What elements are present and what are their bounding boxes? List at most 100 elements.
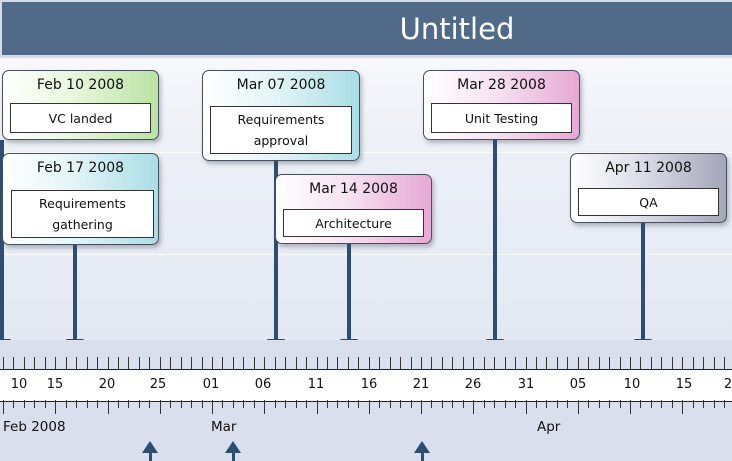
ruler-tick [3, 357, 4, 369]
day-label: 15 [675, 377, 693, 392]
ruler-tick [348, 357, 349, 369]
ruler-tick [369, 357, 370, 369]
ruler-tick [494, 400, 495, 408]
event-card-qa[interactable]: Apr 11 2008 QA [570, 153, 727, 223]
date-ruler[interactable] [0, 369, 732, 402]
ruler-tick [264, 357, 265, 369]
ruler-tick [473, 400, 474, 414]
ruler-tick [421, 357, 422, 369]
event-date: Feb 17 2008 [36, 160, 125, 176]
ruler-tick [714, 357, 715, 369]
ruler-tick [296, 400, 297, 408]
ruler-tick [724, 400, 725, 408]
ruler-tick [202, 400, 203, 408]
scale-marker-arrow[interactable] [142, 441, 158, 453]
ruler-tick [13, 400, 14, 408]
event-label: Requirements approval [210, 106, 352, 154]
ruler-tick [45, 357, 46, 369]
ruler-tick [630, 357, 631, 369]
day-label: 26 [464, 377, 482, 392]
ruler-tick [275, 357, 276, 369]
ruler-tick [285, 400, 286, 408]
ruler-tick [24, 357, 25, 369]
ruler-tick [34, 357, 35, 369]
ruler-tick [640, 357, 641, 369]
day-label: 10 [623, 377, 641, 392]
day-label: 21 [412, 377, 430, 392]
day-label: 2 [723, 377, 732, 392]
ruler-tick [264, 400, 265, 414]
ruler-tick [536, 400, 537, 408]
scale-marker-arrow[interactable] [225, 441, 241, 453]
ruler-tick [348, 400, 349, 408]
ruler-tick [254, 400, 255, 408]
row-divider [0, 254, 732, 255]
ruler-tick [358, 357, 359, 369]
ruler-tick [233, 400, 234, 408]
ruler-tick [484, 357, 485, 369]
ruler-tick [651, 400, 652, 408]
ruler-tick [390, 400, 391, 408]
ruler-tick [34, 400, 35, 408]
ruler-tick [578, 400, 579, 414]
ruler-tick [620, 400, 621, 408]
ruler-tick [400, 357, 401, 369]
scale-marker-arrow[interactable] [414, 441, 430, 453]
ruler-tick [87, 357, 88, 369]
event-card-unit-testing[interactable]: Mar 28 2008 Unit Testing [423, 70, 580, 140]
ruler-tick [672, 400, 673, 408]
ruler-tick [526, 400, 527, 414]
ruler-tick [452, 357, 453, 369]
event-card-architecture[interactable]: Mar 14 2008 Architecture [275, 174, 432, 244]
ruler-tick [233, 357, 234, 369]
ruler-tick [222, 400, 223, 408]
ruler-tick [640, 400, 641, 408]
ruler-tick [24, 400, 25, 408]
ruler-tick [160, 400, 161, 414]
timeline-title: Untitled [399, 12, 515, 46]
ruler-tick [557, 357, 558, 369]
day-label: 25 [149, 377, 167, 392]
ruler-tick [170, 400, 171, 408]
ruler-tick [609, 400, 610, 408]
ruler-tick [379, 400, 380, 408]
ruler-tick [317, 357, 318, 369]
event-card-requirements-gathering[interactable]: Feb 17 2008 Requirements gathering [2, 153, 159, 245]
ruler-tick [76, 357, 77, 369]
ruler-tick [609, 357, 610, 369]
ruler-tick [724, 357, 725, 369]
ruler-tick [661, 400, 662, 408]
event-card-requirements-approval[interactable]: Mar 07 2008 Requirements approval [202, 70, 360, 161]
event-date: Mar 14 2008 [309, 181, 398, 197]
ruler-tick [222, 357, 223, 369]
ruler-tick [139, 400, 140, 408]
ruler-tick [703, 357, 704, 369]
ruler-tick [118, 400, 119, 408]
ruler-tick [588, 400, 589, 408]
ruler-tick [515, 357, 516, 369]
ruler-tick [526, 357, 527, 369]
ruler-tick [431, 400, 432, 408]
event-date: Mar 28 2008 [457, 77, 546, 93]
ruler-tick [327, 357, 328, 369]
event-stem-architecture [347, 243, 351, 340]
ruler-tick [505, 400, 506, 408]
event-card-vc-landed[interactable]: Feb 10 2008 VC landed [2, 70, 159, 140]
ruler-tick [672, 357, 673, 369]
month-label-mar: Mar [211, 419, 237, 435]
ruler-tick [212, 357, 213, 369]
ruler-tick [97, 400, 98, 408]
ruler-tick [243, 357, 244, 369]
ruler-tick [578, 357, 579, 369]
ruler-tick [118, 357, 119, 369]
ruler-tick [327, 400, 328, 408]
ruler-tick [306, 400, 307, 408]
month-label-apr: Apr [537, 419, 561, 435]
ruler-tick [546, 400, 547, 408]
ruler-tick [452, 400, 453, 408]
ruler-tick [13, 357, 14, 369]
event-label: Requirements gathering [11, 190, 154, 238]
day-label: 20 [98, 377, 116, 392]
row-divider [0, 152, 732, 153]
ruler-tick [3, 400, 4, 414]
